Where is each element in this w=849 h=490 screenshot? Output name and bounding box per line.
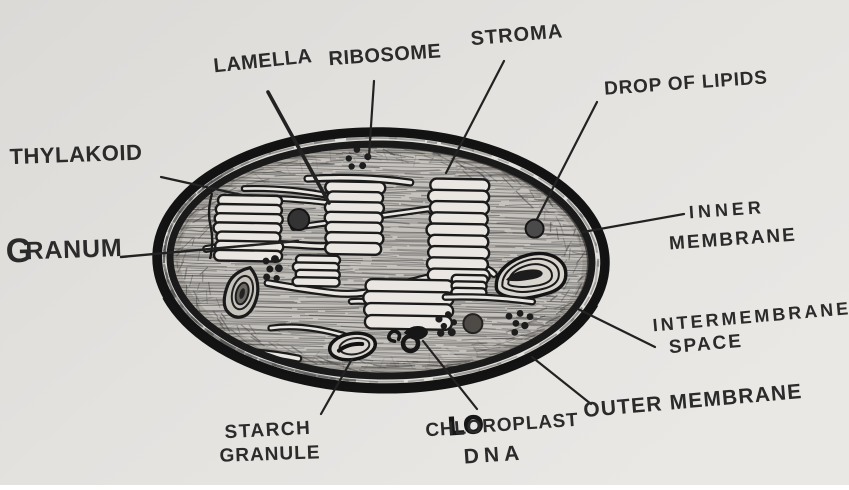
svg-text:RANUM: RANUM <box>25 234 123 265</box>
svg-text:THYLAKOID: THYLAKOID <box>9 140 143 170</box>
svg-text:GRANULE: GRANULE <box>219 442 321 467</box>
svg-text:DNA: DNA <box>463 441 525 468</box>
